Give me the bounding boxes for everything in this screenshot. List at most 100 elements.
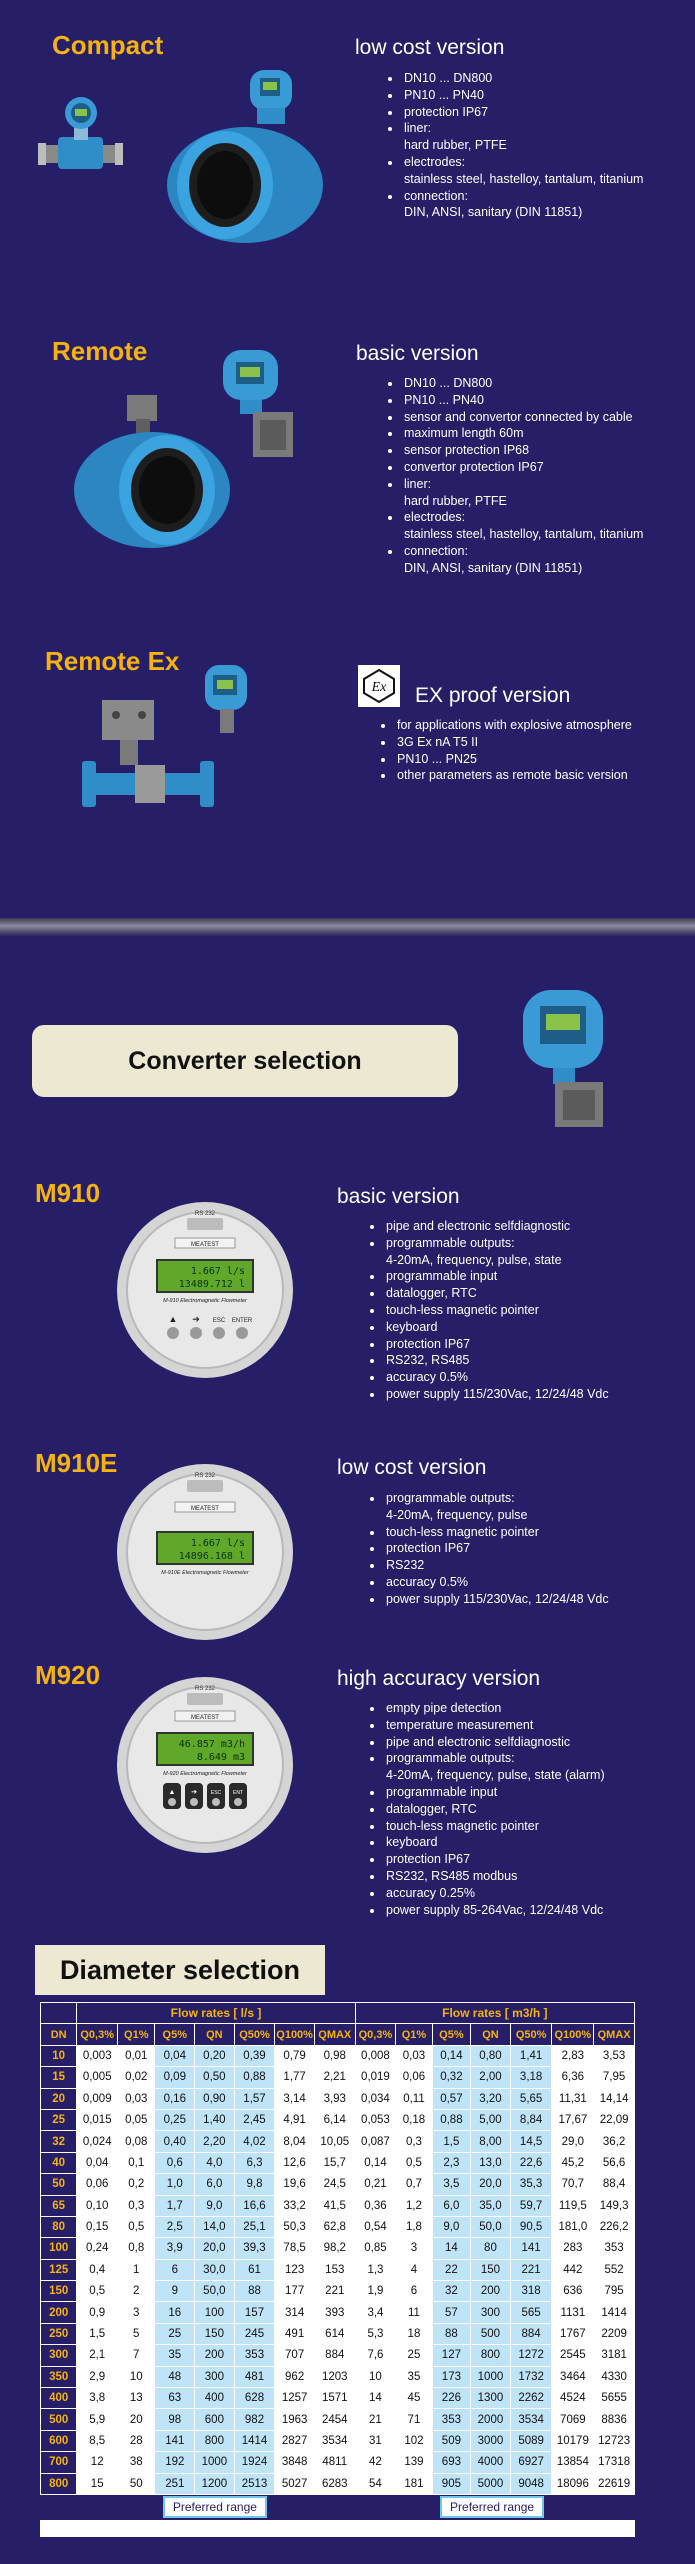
value-cell: 5,3 <box>354 2322 397 2346</box>
feature-item: datalogger, RTC <box>384 1801 684 1818</box>
value-cell: 45 <box>395 2387 433 2410</box>
value-cell: 0,087 <box>354 2130 397 2153</box>
value-cell: 24,5 <box>313 2173 356 2196</box>
value-cell: 0,24 <box>76 2237 119 2260</box>
preferred-value-cell: 600 <box>194 2408 235 2431</box>
value-cell: 36,2 <box>593 2130 635 2153</box>
feature-item: PN10 ... PN40 <box>402 392 695 409</box>
preferred-value-cell: 173 <box>431 2365 472 2389</box>
value-cell: 88,4 <box>593 2173 635 2196</box>
feature-item: power supply 115/230Vac, 12/24/48 Vdc <box>384 1386 684 1403</box>
feature-item: power supply 115/230Vac, 12/24/48 Vdc <box>384 1591 684 1608</box>
product-title-compact: Compact <box>52 30 164 60</box>
feature-item: empty pipe detection <box>384 1700 684 1717</box>
value-cell: 393 <box>313 2301 356 2324</box>
value-cell: 0,01 <box>117 2044 156 2068</box>
value-cell: 7 <box>117 2344 156 2367</box>
value-cell: 7,6 <box>354 2344 397 2367</box>
feature-item: maximum length 60m <box>402 425 695 442</box>
column-header: Q50% <box>233 2023 276 2046</box>
preferred-value-cell: 5089 <box>509 2429 553 2453</box>
converter-title-m920: M920 <box>35 1660 101 1690</box>
column-header: Q100% <box>274 2023 315 2046</box>
remote-converter-image <box>218 350 308 460</box>
value-cell: 0,03 <box>117 2087 156 2110</box>
value-cell: 0,034 <box>354 2087 397 2110</box>
feature-item: sensor and convertor connected by cable <box>402 409 695 426</box>
feature-item: programmable outputs: 4-20mA, frequency,… <box>384 1490 684 1524</box>
preferred-value-cell: 35,0 <box>470 2194 511 2217</box>
m910-key-enter-label: ENTER <box>232 1318 253 1324</box>
dn-cell: 20 <box>39 2087 78 2110</box>
value-cell: 884 <box>313 2344 356 2367</box>
m920-plate-label: MEATEST <box>191 1715 219 1721</box>
preferred-value-cell: 30,0 <box>194 2258 235 2282</box>
preferred-value-cell: 300 <box>470 2301 511 2324</box>
value-cell: 795 <box>593 2280 635 2303</box>
value-cell: 0,008 <box>354 2044 397 2068</box>
preferred-value-cell: 0,25 <box>154 2108 196 2132</box>
preferred-value-cell: 6,0 <box>431 2194 472 2217</box>
column-header: QMAX <box>593 2023 635 2046</box>
group-header-m3h: Flow rates [ m3/h ] <box>354 2001 636 2025</box>
preferred-value-cell: 32 <box>431 2280 472 2303</box>
value-cell: 0,7 <box>395 2173 433 2196</box>
preferred-value-cell: 0,6 <box>154 2151 196 2175</box>
value-cell: 181 <box>395 2472 433 2495</box>
dn-cell: 250 <box>39 2322 78 2346</box>
spacer-cell <box>274 2493 433 2520</box>
preferred-value-cell: 400 <box>194 2387 235 2410</box>
preferred-value-cell: 9,0 <box>431 2215 472 2239</box>
feature-item: accuracy 0.5% <box>384 1369 684 1386</box>
value-cell: 707 <box>274 2344 315 2367</box>
value-cell: 0,14 <box>354 2151 397 2175</box>
preferred-value-cell: 50,0 <box>470 2215 511 2239</box>
value-cell: 3848 <box>274 2451 315 2474</box>
value-cell: 8,04 <box>274 2130 315 2153</box>
preferred-value-cell: 0,04 <box>154 2044 196 2068</box>
feature-item: protection IP67 <box>384 1851 684 1868</box>
preferred-value-cell: 2000 <box>470 2408 511 2431</box>
m920-display-line-1: 46.857 m3/h <box>179 1739 245 1750</box>
value-cell: 38 <box>117 2451 156 2474</box>
value-cell: 0,3 <box>117 2194 156 2217</box>
value-cell: 102 <box>395 2429 433 2453</box>
value-cell: 0,009 <box>76 2087 119 2110</box>
value-cell: 19,6 <box>274 2173 315 2196</box>
value-cell: 3 <box>395 2237 433 2260</box>
value-cell: 0,21 <box>354 2173 397 2196</box>
m920-up-key-glyph: ▲ <box>169 1789 176 1796</box>
preferred-value-cell: 245 <box>233 2322 276 2346</box>
value-cell: 3 <box>117 2301 156 2324</box>
m910-converter-face-image: RS 232 MEATEST 1.667 l/s 13489.712 l M-9… <box>115 1200 295 1380</box>
dn-cell: 350 <box>39 2365 78 2389</box>
value-cell: 1131 <box>551 2301 595 2324</box>
value-cell: 0,005 <box>76 2066 119 2089</box>
compact-large-meter-image <box>155 70 325 245</box>
value-cell: 3464 <box>551 2365 595 2389</box>
dn-cell: 32 <box>39 2130 78 2153</box>
preferred-value-cell: 200 <box>470 2280 511 2303</box>
column-header: Q0,3% <box>76 2023 119 2046</box>
value-cell: 12 <box>76 2451 119 2474</box>
value-cell: 1203 <box>313 2365 356 2389</box>
preferred-value-cell: 353 <box>431 2408 472 2431</box>
preferred-value-cell: 6927 <box>509 2451 553 2474</box>
m910-right-key-glyph: ➔ <box>192 1314 200 1324</box>
converter-selection-heading: Converter selection <box>32 1025 458 1097</box>
value-cell: 491 <box>274 2322 315 2346</box>
value-cell: 0,015 <box>76 2108 119 2132</box>
preferred-value-cell: 0,40 <box>154 2130 196 2153</box>
preferred-value-cell: 4,02 <box>233 2130 276 2153</box>
feature-item: programmable input <box>384 1784 684 1801</box>
value-cell: 0,9 <box>76 2301 119 2324</box>
value-cell: 98,2 <box>313 2237 356 2260</box>
feature-item: datalogger, RTC <box>384 1285 684 1302</box>
value-cell: 17318 <box>593 2451 635 2474</box>
value-cell: 71 <box>395 2408 433 2431</box>
version-title-compact: low cost version <box>355 36 505 59</box>
version-title-m910: basic version <box>337 1185 460 1208</box>
preferred-value-cell: 9 <box>154 2280 196 2303</box>
